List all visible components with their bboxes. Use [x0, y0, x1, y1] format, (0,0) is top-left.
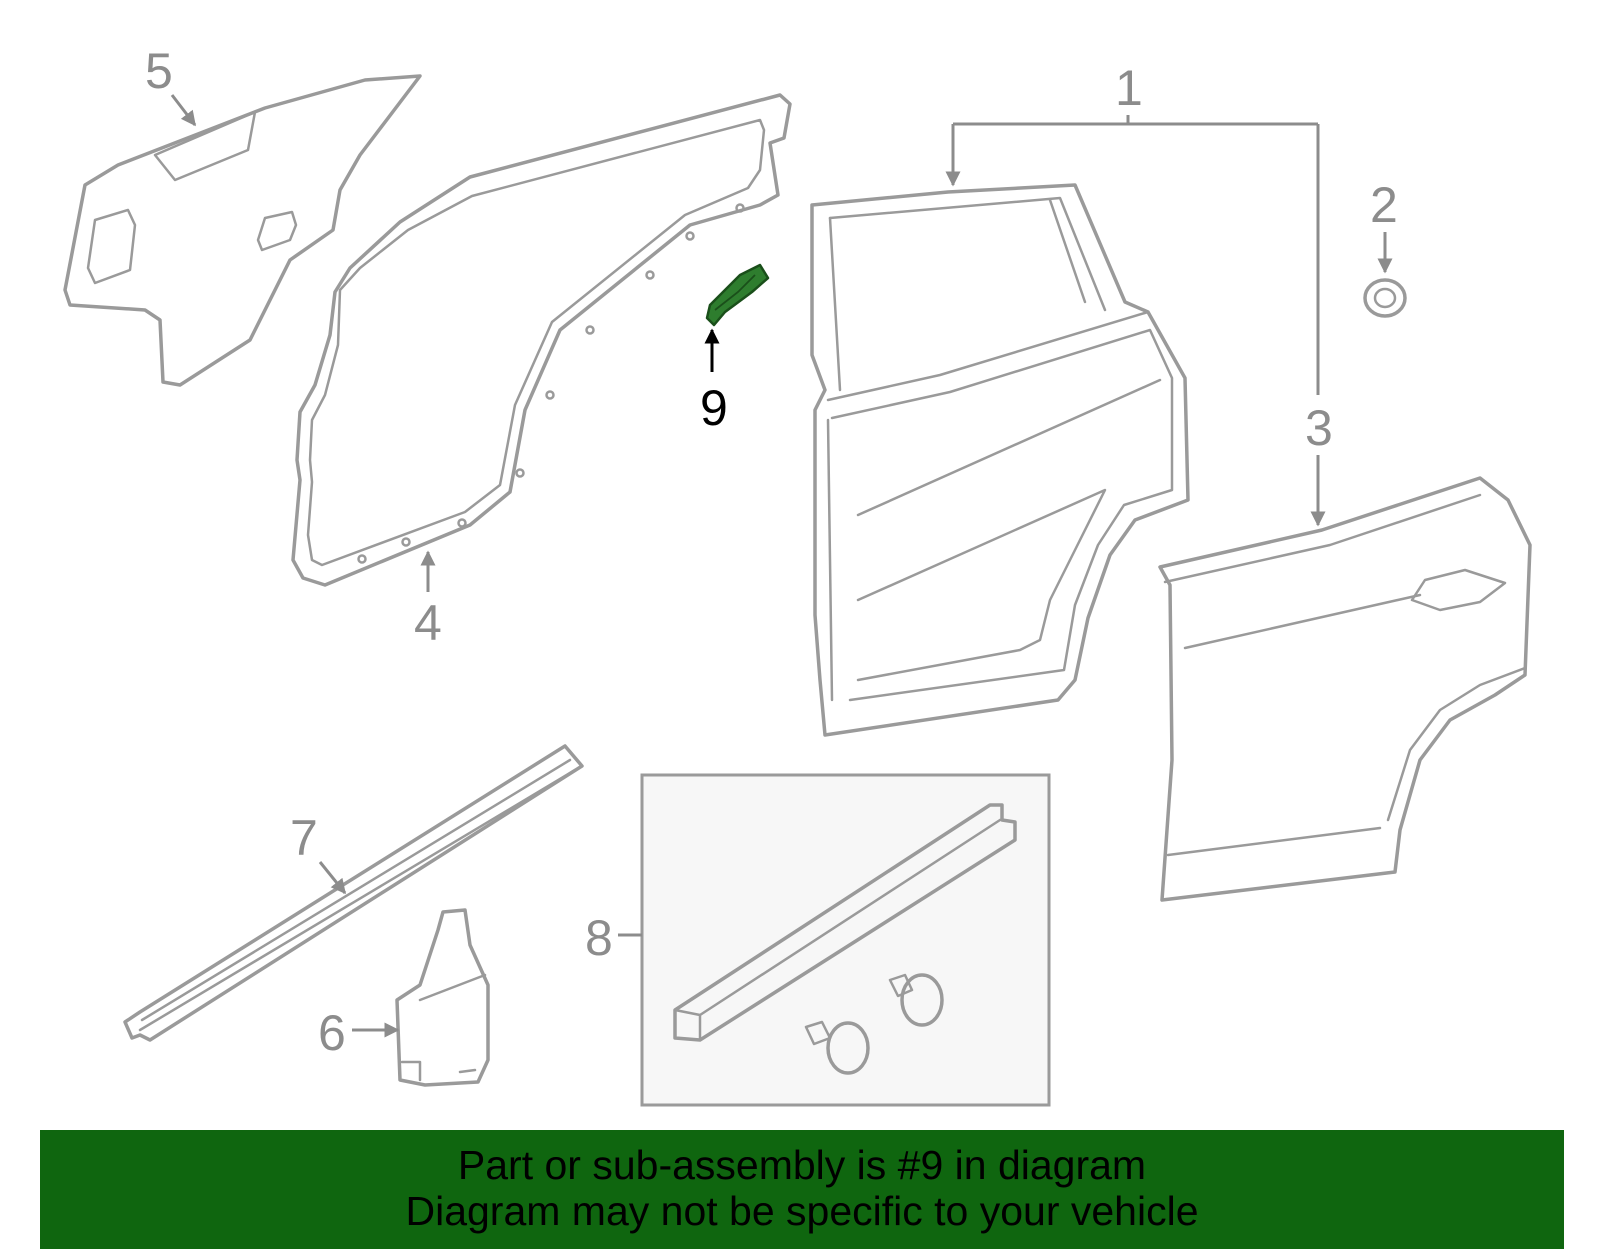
part-4-weatherstrip [291, 93, 792, 587]
part-1-door-shell [810, 183, 1190, 737]
svg-text:2: 2 [1370, 177, 1398, 233]
callout-6: 6 [318, 1005, 400, 1061]
banner-line-2: Diagram may not be specific to your vehi… [405, 1188, 1199, 1234]
svg-text:3: 3 [1305, 400, 1333, 456]
svg-text:4: 4 [414, 595, 442, 651]
svg-text:8: 8 [585, 910, 613, 966]
svg-text:5: 5 [145, 43, 173, 99]
callout-9: 9 [700, 328, 728, 436]
part-9-bracket [705, 263, 770, 327]
svg-text:9: 9 [700, 380, 728, 436]
part-7-belt-molding [123, 744, 584, 1042]
callout-3: 3 [1305, 400, 1333, 527]
callout-8: 8 [585, 910, 642, 966]
clip-2 [804, 1020, 870, 1075]
clip-1 [888, 973, 944, 1027]
svg-text:6: 6 [318, 1005, 346, 1061]
notice-banner: Part or sub-assembly is #9 in diagram Di… [40, 1130, 1564, 1249]
callout-1: 1 [945, 60, 1320, 395]
part-3-outer-skin [1158, 476, 1532, 902]
callout-5: 5 [145, 43, 197, 127]
banner-line-1: Part or sub-assembly is #9 in diagram [457, 1142, 1147, 1188]
svg-text:1: 1 [1115, 60, 1143, 116]
part-6-trim-bracket [395, 908, 490, 1087]
callout-4: 4 [414, 550, 442, 651]
svg-text:7: 7 [290, 810, 318, 866]
part-5-door-panel [63, 74, 422, 387]
part-8-box [640, 773, 1051, 1107]
part-2-grommet [1363, 278, 1407, 318]
callout-2: 2 [1370, 177, 1398, 274]
callout-7: 7 [290, 810, 347, 895]
